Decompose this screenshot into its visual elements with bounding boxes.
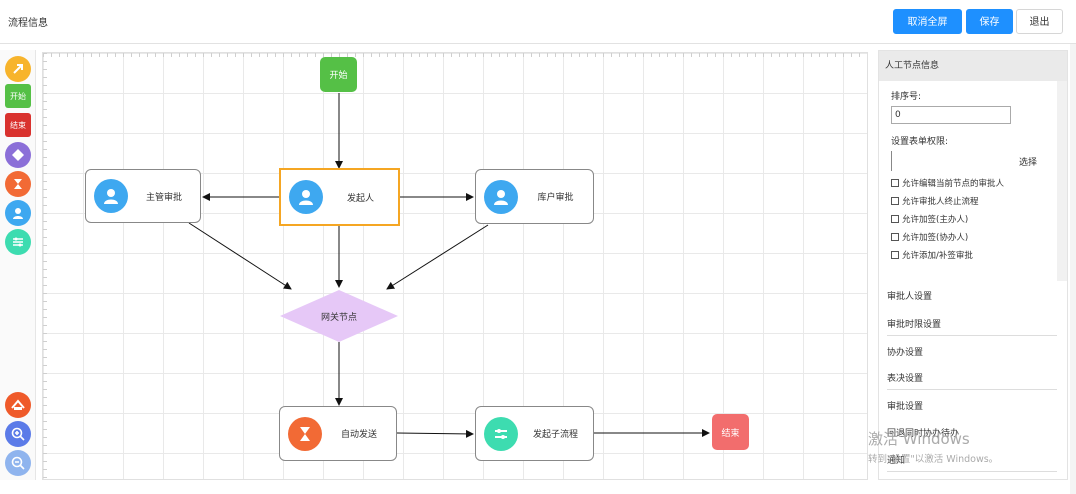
start-node-tool-label: 开始 [10,91,26,101]
order-label: 排序号: [891,92,922,102]
checkbox[interactable] [891,197,899,205]
edge-review-gateway [386,224,489,290]
user-icon [484,179,518,214]
checkbox[interactable] [891,215,899,223]
review-approval-node[interactable]: 库户审批 [475,169,594,224]
section-time-limit[interactable]: 审批时限设置 [887,320,942,330]
start-node-label: 开始 [329,71,348,81]
node-toolbar: 开始 结束 [0,50,36,480]
checkbox-item[interactable]: 允许编辑当前节点的审批人 [891,177,1059,189]
permission-select-row: 选择 [891,151,1059,171]
panel-title: 人工节点信息 [885,61,940,71]
supervisor-approval-node[interactable]: 主管审批 [85,169,201,223]
checkbox[interactable] [891,233,899,241]
end-node-tool[interactable]: 结束 [5,113,31,137]
checkbox-item[interactable]: 允许添加/补签审批 [891,249,1059,261]
order-input[interactable]: 0 [891,106,1011,124]
review-approval-label: 库户审批 [537,193,574,203]
checkbox-label: 允许加签(协办人) [902,233,969,243]
end-node-label: 结束 [721,428,740,439]
connect-arrow-icon[interactable] [5,56,31,82]
start-node[interactable]: 开始 [320,57,357,92]
checkbox-label: 允许加签(主办人) [902,215,969,225]
subprocess-icon[interactable] [5,229,31,255]
hourglass-icon [288,416,322,451]
auto-send-label: 自动发送 [340,430,377,440]
section-rollback[interactable]: 回退同时协办待办 [887,429,960,439]
end-node-tool-label: 结束 [10,120,26,130]
panel-header: 人工节点信息 [879,51,1067,81]
gateway-node[interactable]: 网关节点 [279,289,399,343]
flow-canvas[interactable]: 开始 主管审批 发起人 库户审批 网关节点 自动发送 [42,52,868,480]
save-button[interactable]: 保存 [966,9,1013,34]
section-vote[interactable]: 表决设置 [887,374,924,384]
subprocess-node[interactable]: 发起子流程 [475,406,594,461]
auto-task-icon[interactable] [5,171,31,197]
section-approval-settings[interactable]: 审批设置 [887,402,924,412]
checkbox-item[interactable]: 允许加签(主办人) [891,213,1059,225]
checkbox[interactable] [891,251,899,259]
permission-field[interactable] [891,151,892,171]
divider [887,389,1057,390]
zoom-out-icon[interactable] [5,450,31,476]
user-icon [94,179,128,213]
initiator-node[interactable]: 发起人 [279,168,400,226]
user-task-icon[interactable] [5,200,31,226]
supervisor-approval-label: 主管审批 [145,192,182,203]
user-icon [289,180,323,214]
page-title: 流程信息 [8,18,48,29]
gateway-icon[interactable] [5,142,31,168]
start-node-tool[interactable]: 开始 [5,84,31,108]
top-ruler [43,53,867,57]
layout-icon[interactable] [5,392,31,418]
exit-fullscreen-button[interactable]: 取消全屏 [893,9,962,34]
section-co-handle[interactable]: 协办设置 [887,348,924,358]
section-approver-settings[interactable]: 审批人设置 [887,292,933,302]
checkbox[interactable] [891,179,899,187]
end-node[interactable]: 结束 [712,414,749,450]
gateway-label: 网关节点 [320,312,357,323]
initiator-label: 发起人 [346,193,374,204]
divider [887,335,1057,336]
subprocess-label: 发起子流程 [532,430,578,440]
zoom-in-icon[interactable] [5,421,31,447]
permission-label: 设置表单权限: [891,137,949,147]
checkbox-item[interactable]: 允许审批人终止流程 [891,195,1059,207]
left-ruler [43,53,47,479]
checkbox-label: 允许添加/补签审批 [902,251,973,261]
select-link[interactable]: 选择 [1019,158,1038,168]
connector-layer [188,93,710,438]
gateway-diamond [280,290,398,342]
node-properties-panel: 人工节点信息 排序号: 0 设置表单权限: 选择 允许编辑当前节点的审批人 允许… [878,50,1068,480]
section-notify[interactable]: 通知 [887,456,906,466]
edge-supervisor-gateway [188,222,292,290]
sliders-icon [484,416,518,451]
window-edge [1070,44,1076,494]
checkbox-label: 允许审批人终止流程 [902,197,979,207]
panel-form: 排序号: 0 设置表单权限: 选择 允许编辑当前节点的审批人 允许审批人终止流程… [879,81,1059,281]
edge-auto-subprocess [396,429,474,438]
auto-send-node[interactable]: 自动发送 [279,406,397,461]
checkbox-label: 允许编辑当前节点的审批人 [902,179,1005,189]
checkbox-item[interactable]: 允许加签(协办人) [891,231,1059,243]
header-bar: 流程信息 取消全屏 保存 退出 [0,0,1076,44]
panel-scrollbar[interactable] [1057,81,1067,281]
exit-button[interactable]: 退出 [1016,9,1063,34]
divider [887,471,1057,472]
